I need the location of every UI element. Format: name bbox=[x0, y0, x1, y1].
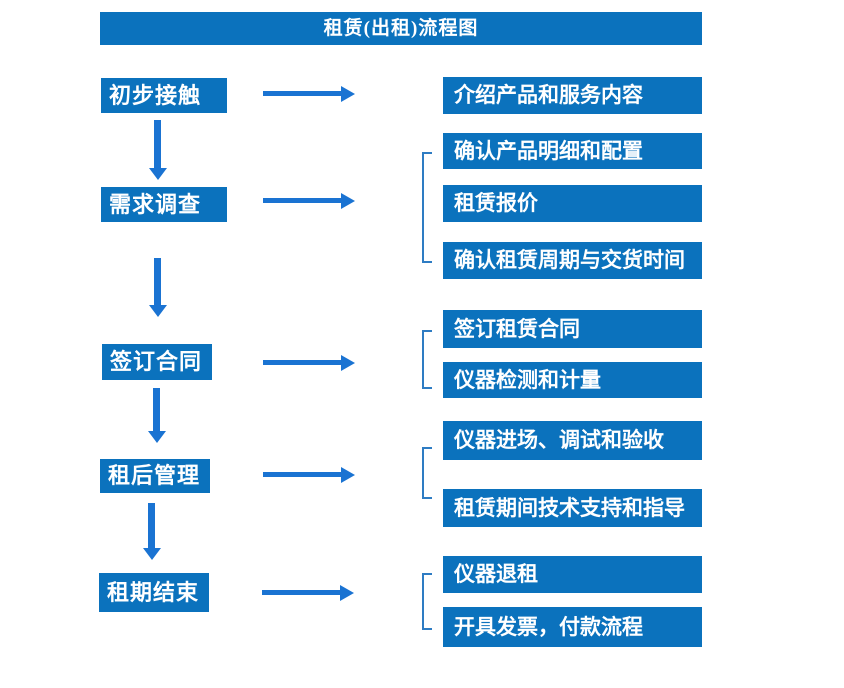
arrow-down-icon bbox=[154, 120, 161, 168]
arrow-right-icon bbox=[263, 198, 341, 203]
detail-box-instrument-testing: 仪器检测和计量 bbox=[443, 362, 702, 398]
step-box-rental-end: 租期结束 bbox=[99, 573, 209, 612]
detail-box-instrument-setup-acceptance: 仪器进场、调试和验收 bbox=[443, 421, 702, 460]
detail-box-technical-support: 租赁期间技术支持和指导 bbox=[443, 489, 702, 527]
arrow-right-icon bbox=[263, 360, 341, 365]
group-bracket bbox=[422, 573, 432, 630]
detail-box-confirm-period-delivery: 确认租赁周期与交货时间 bbox=[443, 242, 702, 279]
arrow-right-icon bbox=[262, 590, 340, 595]
arrow-right-icon bbox=[263, 472, 341, 477]
detail-box-introduce-products: 介绍产品和服务内容 bbox=[443, 77, 702, 114]
arrow-down-icon bbox=[154, 258, 161, 305]
arrow-right-icon bbox=[263, 91, 341, 96]
detail-box-invoice-payment: 开具发票，付款流程 bbox=[443, 607, 702, 647]
detail-box-instrument-return: 仪器退租 bbox=[443, 556, 702, 593]
detail-box-confirm-product-config: 确认产品明细和配置 bbox=[443, 133, 702, 169]
group-bracket bbox=[422, 152, 432, 263]
arrow-down-icon bbox=[148, 503, 155, 548]
flowchart-title: 租赁(出租)流程图 bbox=[100, 12, 702, 45]
group-bracket bbox=[422, 330, 432, 389]
detail-box-rental-quotation: 租赁报价 bbox=[443, 185, 702, 222]
arrow-down-icon bbox=[153, 388, 160, 431]
step-box-post-rental-management: 租后管理 bbox=[100, 459, 210, 493]
group-bracket bbox=[422, 447, 432, 499]
step-box-sign-contract: 签订合同 bbox=[102, 344, 212, 380]
detail-box-sign-rental-contract: 签订租赁合同 bbox=[443, 310, 702, 348]
step-box-initial-contact: 初步接触 bbox=[101, 78, 227, 113]
step-box-demand-survey: 需求调查 bbox=[101, 187, 227, 222]
